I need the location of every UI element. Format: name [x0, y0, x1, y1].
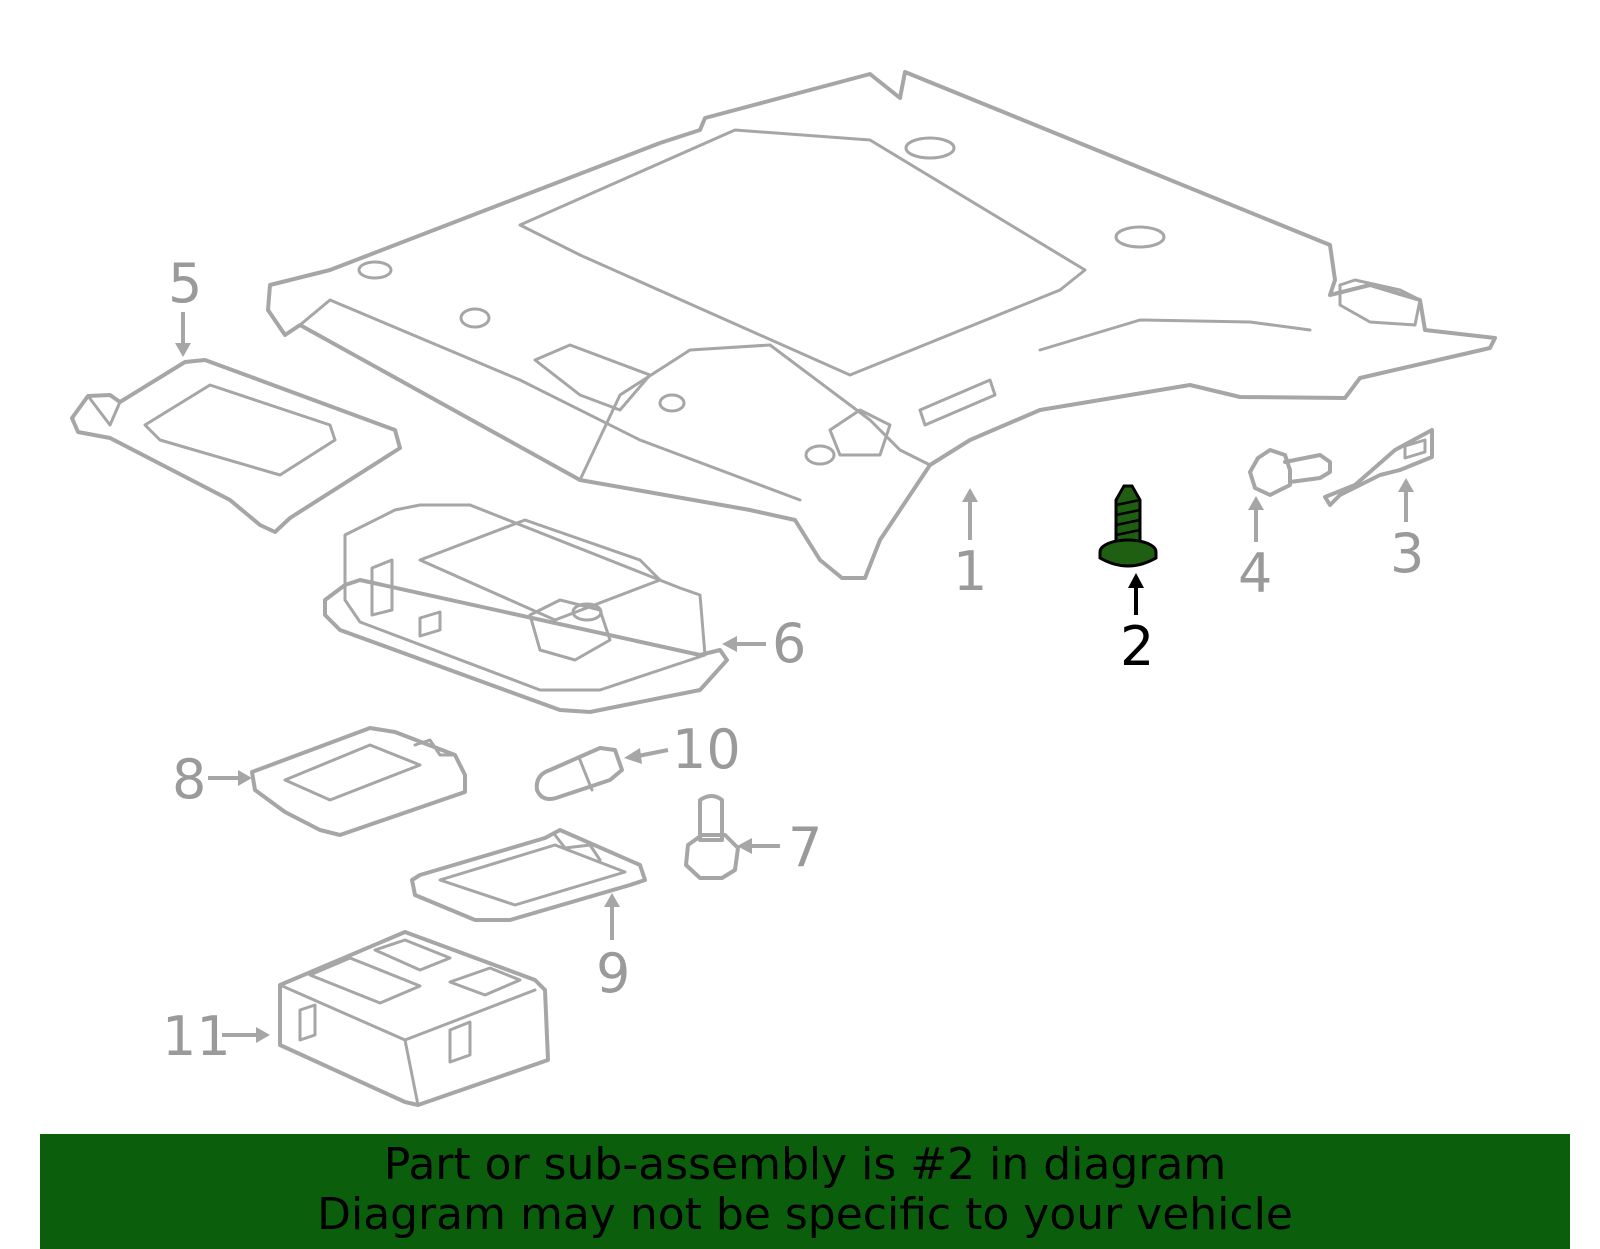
housing-part-11[interactable] — [278, 930, 550, 1107]
banner-line-1: Part or sub-assembly is #2 in diagram — [383, 1139, 1227, 1190]
callout-6[interactable]: 6 — [772, 612, 806, 675]
panel-part-5[interactable] — [70, 358, 402, 534]
bulb-part-10[interactable] — [534, 746, 624, 801]
headliner-part-1[interactable] — [266, 70, 1497, 580]
plug-part-4[interactable] — [1248, 448, 1332, 497]
leader-arrows — [175, 312, 1414, 1043]
clip-part-3[interactable] — [1323, 428, 1434, 507]
callout-5[interactable]: 5 — [168, 252, 202, 315]
callout-8[interactable]: 8 — [172, 748, 206, 811]
info-banner: Part or sub-assembly is #2 in diagram Di… — [40, 1134, 1570, 1249]
console-part-6[interactable] — [323, 503, 729, 714]
callout-7[interactable]: 7 — [788, 816, 822, 879]
callout-11[interactable]: 11 — [162, 1005, 231, 1068]
cover-part-8[interactable] — [250, 726, 467, 837]
banner-line-2: Diagram may not be specific to your vehi… — [317, 1189, 1293, 1240]
bracket-part-9[interactable] — [410, 828, 647, 922]
screw-part-2[interactable] — [1098, 484, 1158, 568]
callout-10[interactable]: 10 — [672, 718, 741, 781]
callout-2[interactable]: 2 — [1120, 615, 1154, 678]
callout-4[interactable]: 4 — [1238, 542, 1272, 605]
callout-9[interactable]: 9 — [596, 942, 630, 1005]
callout-3[interactable]: 3 — [1390, 522, 1424, 585]
callout-1[interactable]: 1 — [953, 540, 987, 603]
bolt-part-7[interactable] — [684, 794, 740, 880]
